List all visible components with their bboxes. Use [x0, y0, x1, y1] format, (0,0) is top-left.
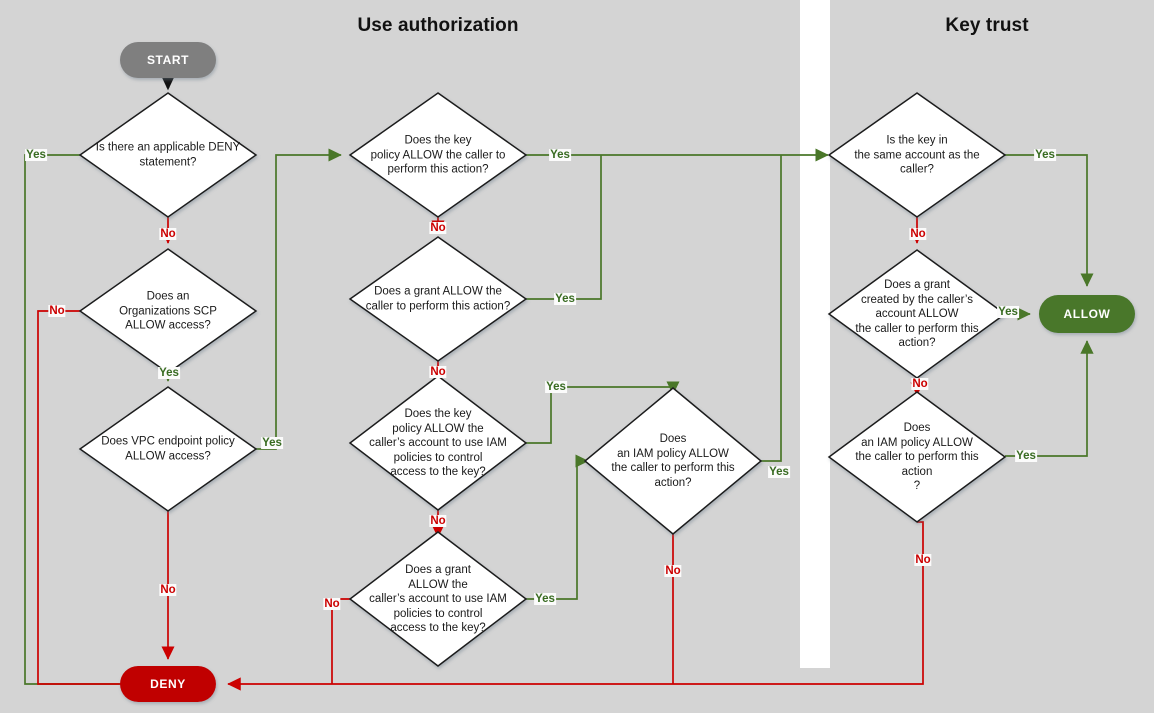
edge-label-org-scp-yes: Yes [158, 367, 180, 379]
edge-label-deny-statement-yes: Yes [25, 149, 47, 161]
edge-label-iam-right-no: No [914, 554, 932, 566]
edge-iam-right-no [227, 521, 924, 691]
edge-same-account-yes [1005, 154, 1094, 287]
edge-vpc-endpoint-yes [256, 148, 342, 450]
edge-label-grant-caller-no: No [911, 378, 929, 390]
edge-label-grant-caller-yes: Yes [997, 306, 1019, 318]
edge-label-same-account-yes: Yes [1034, 149, 1056, 161]
edge-label-grant-iam-no: No [323, 598, 341, 610]
decision-grant-by-caller-account[interactable] [827, 249, 1007, 379]
edge-label-org-scp-no: No [48, 305, 66, 317]
edge-label-iam-middle-no: No [664, 565, 682, 577]
decision-org-scp[interactable] [78, 248, 258, 374]
decision-deny-statement[interactable] [78, 92, 258, 218]
decision-iam-policy-allow-right[interactable] [827, 391, 1007, 523]
section-title-use-authorization: Use authorization [357, 15, 519, 36]
decision-vpc-endpoint[interactable] [78, 386, 258, 512]
edge-iam-middle-yes [761, 155, 782, 462]
decision-key-policy-allow-caller[interactable] [348, 92, 528, 218]
terminal-deny[interactable] [120, 666, 216, 702]
terminal-start[interactable] [120, 42, 216, 78]
edge-label-grant-allow-no: No [429, 366, 447, 378]
decision-grant-allow-caller[interactable] [348, 236, 528, 362]
edge-label-key-policy-no: No [429, 222, 447, 234]
edge-grant-iam-yes [526, 454, 589, 600]
edge-label-same-account-no: No [909, 228, 927, 240]
decision-iam-policy-allow-middle[interactable] [583, 387, 763, 535]
section-title-key-trust: Key trust [945, 15, 1029, 36]
edge-grant-allow-yes [526, 155, 602, 300]
edge-label-grant-iam-yes: Yes [534, 593, 556, 605]
edge-label-vpc-endpoint-yes: Yes [261, 437, 283, 449]
decision-key-same-account[interactable] [827, 92, 1007, 218]
decision-grant-allow-iam[interactable] [348, 531, 528, 667]
terminal-allow[interactable] [1039, 295, 1135, 333]
edge-label-grant-allow-yes: Yes [554, 293, 576, 305]
column-divider-band [800, 0, 830, 668]
edge-label-key-policy-yes: Yes [549, 149, 571, 161]
decision-key-policy-allow-iam[interactable] [348, 375, 528, 511]
edge-label-iam-middle-yes: Yes [768, 466, 790, 478]
edge-label-iam-right-yes: Yes [1015, 450, 1037, 462]
edge-label-vpc-endpoint-no: No [159, 584, 177, 596]
edge-label-deny-statement-no: No [159, 228, 177, 240]
edge-label-key-policy-iam-no: No [429, 515, 447, 527]
edge-label-key-policy-iam-yes: Yes [545, 381, 567, 393]
